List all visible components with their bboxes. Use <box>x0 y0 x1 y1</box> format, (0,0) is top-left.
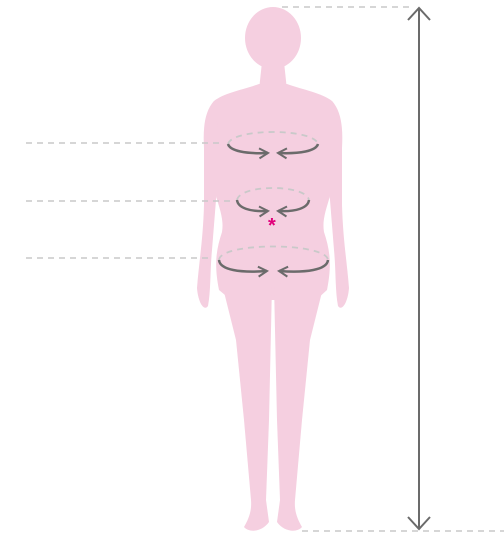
body-silhouette <box>197 7 349 531</box>
navel-marker: * <box>268 215 276 237</box>
right-leg <box>274 280 325 531</box>
left-leg <box>221 280 272 531</box>
head <box>245 7 301 69</box>
